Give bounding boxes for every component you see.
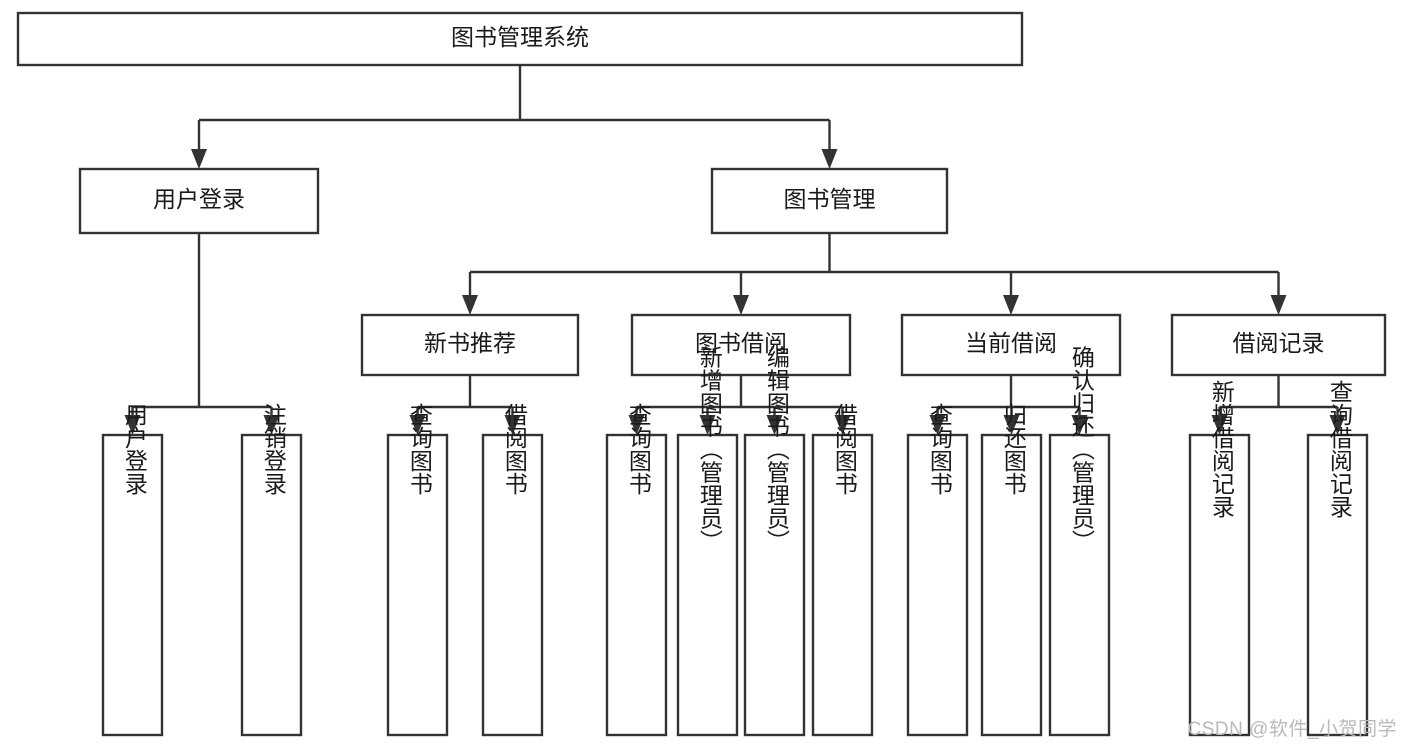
node-leaf-12-label: 新增借阅记录 (1208, 380, 1235, 518)
node-level3-2[interactable]: 图书借阅 (630, 313, 852, 377)
node-leaf-6-box[interactable] (676, 433, 739, 737)
arrow-head-icon (1211, 415, 1228, 435)
node-level3-4-label: 借阅记录 (1233, 330, 1325, 356)
node-root-box[interactable] (16, 11, 1024, 67)
node-leaf-2[interactable]: 注销登录 (240, 403, 303, 737)
node-leaf-8-label: 借阅图书 (831, 403, 858, 495)
arrow-head-icon (1329, 415, 1346, 435)
node-level3-1-label: 新书推荐 (424, 330, 516, 356)
node-level3-4-box[interactable] (1170, 313, 1387, 377)
node-level2-2[interactable]: 图书管理 (710, 167, 949, 235)
node-leaf-4[interactable]: 借阅图书 (481, 403, 544, 737)
node-level2-2-label: 图书管理 (784, 186, 876, 212)
node-root[interactable]: 图书管理系统 (16, 11, 1024, 67)
node-leaf-11[interactable]: 确认归还（管理员） (1048, 346, 1111, 737)
arrow-head-icon (191, 149, 207, 169)
node-leaf-3-label: 查询图书 (406, 403, 433, 495)
arrow-head-icon (409, 415, 426, 435)
node-leaf-9-label: 查询图书 (926, 403, 953, 495)
node-leaf-8[interactable]: 借阅图书 (811, 403, 874, 737)
node-leaf-5[interactable]: 查询图书 (605, 403, 668, 737)
node-leaf-9-box[interactable] (906, 433, 969, 737)
arrow-head-icon (263, 415, 280, 435)
arrow-head-icon (1003, 415, 1020, 435)
node-root-label: 图书管理系统 (451, 24, 589, 50)
node-leaf-1-label: 用户登录 (121, 403, 148, 495)
watermark-label: CSDN @软件_小贺同学 (1187, 719, 1397, 740)
node-leaf-7[interactable]: 编辑图书（管理员） (743, 346, 806, 737)
node-leaf-13-box[interactable] (1306, 433, 1369, 737)
node-leaf-11-box[interactable] (1048, 433, 1111, 737)
node-leaf-7-label: 编辑图书（管理员） (763, 346, 790, 553)
arrow-head-icon (929, 415, 946, 435)
arrow-head-icon (1071, 415, 1088, 435)
node-level2-1-box[interactable] (78, 167, 320, 235)
node-leaf-4-box[interactable] (481, 433, 544, 737)
node-level3-1-box[interactable] (360, 313, 580, 377)
nodes-layer: 图书管理系统用户登录图书管理新书推荐图书借阅当前借阅借阅记录用户登录注销登录查询… (16, 11, 1387, 737)
node-level3-4[interactable]: 借阅记录 (1170, 313, 1387, 377)
node-level2-1[interactable]: 用户登录 (78, 167, 320, 235)
node-level2-1-label: 用户登录 (153, 186, 245, 212)
node-leaf-1-box[interactable] (101, 433, 164, 737)
node-level3-3[interactable]: 当前借阅 (900, 313, 1122, 377)
node-level3-3-label: 当前借阅 (965, 330, 1057, 356)
node-leaf-13[interactable]: 查询借阅记录 (1306, 380, 1369, 737)
node-leaf-6-label: 新增图书（管理员） (696, 346, 723, 553)
arrow-head-icon (462, 295, 478, 315)
arrow-head-icon (1270, 295, 1287, 315)
node-leaf-11-label: 确认归还（管理员） (1068, 346, 1095, 553)
arrow-head-icon (733, 295, 749, 315)
node-leaf-12[interactable]: 新增借阅记录 (1188, 380, 1251, 737)
node-leaf-10-box[interactable] (980, 433, 1043, 737)
node-leaf-3-box[interactable] (386, 433, 449, 737)
node-leaf-3[interactable]: 查询图书 (386, 403, 449, 737)
arrow-head-icon (1003, 295, 1019, 315)
node-leaf-8-box[interactable] (811, 433, 874, 737)
connectors-layer (124, 65, 1346, 435)
node-leaf-13-label: 查询借阅记录 (1326, 380, 1353, 518)
node-level2-2-box[interactable] (710, 167, 949, 235)
node-level3-2-box[interactable] (630, 313, 852, 377)
node-leaf-2-label: 注销登录 (260, 403, 287, 495)
node-leaf-10[interactable]: 归还图书 (980, 403, 1043, 737)
node-level3-2-label: 图书借阅 (695, 330, 787, 356)
arrow-head-icon (821, 149, 838, 169)
node-level3-3-box[interactable] (900, 313, 1122, 377)
node-leaf-2-box[interactable] (240, 433, 303, 737)
node-leaf-5-box[interactable] (605, 433, 668, 737)
node-leaf-7-box[interactable] (743, 433, 806, 737)
node-leaf-9[interactable]: 查询图书 (906, 403, 969, 737)
node-leaf-12-box[interactable] (1188, 433, 1251, 737)
node-leaf-4-label: 借阅图书 (501, 403, 528, 495)
node-leaf-10-label: 归还图书 (1000, 403, 1027, 495)
arrow-head-icon (699, 415, 716, 435)
node-leaf-6[interactable]: 新增图书（管理员） (676, 346, 739, 737)
node-level3-1[interactable]: 新书推荐 (360, 313, 580, 377)
arrow-head-icon (504, 415, 521, 435)
arrow-head-icon (834, 415, 851, 435)
arrow-head-icon (766, 415, 783, 435)
arrow-head-icon (628, 415, 645, 435)
arrow-head-icon (124, 415, 141, 435)
node-leaf-1[interactable]: 用户登录 (101, 403, 164, 737)
node-leaf-5-label: 查询图书 (625, 403, 652, 495)
